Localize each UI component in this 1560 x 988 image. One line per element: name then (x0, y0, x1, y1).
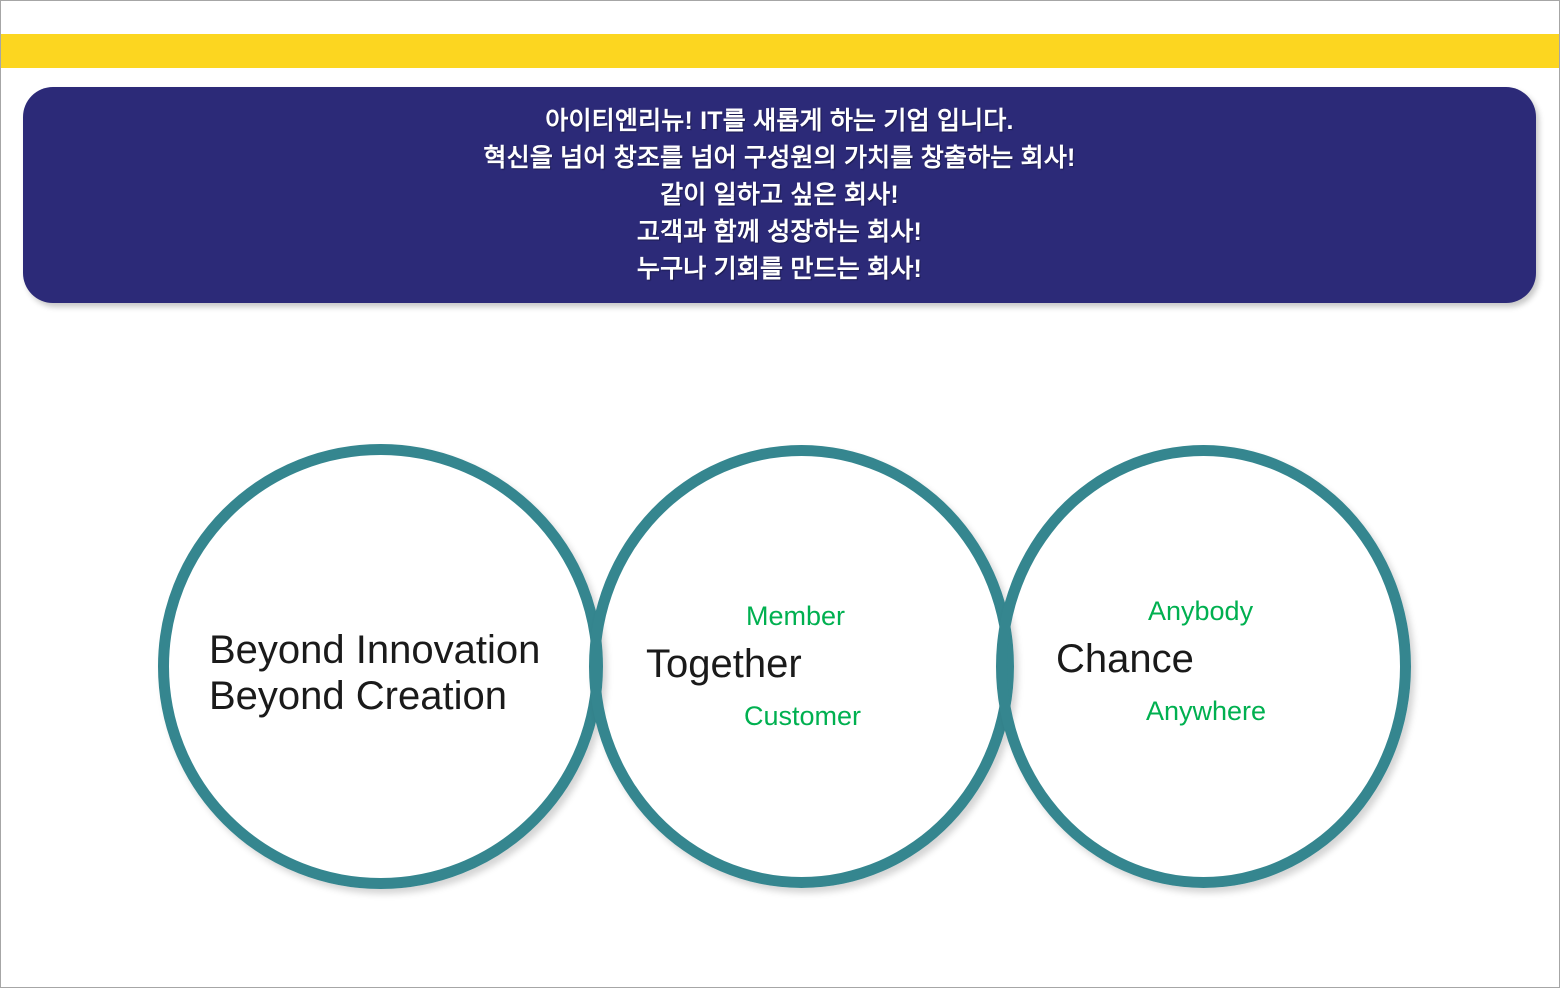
chance-main: Chance (1056, 637, 1194, 681)
message-line-3: 같이 일하고 싶은 회사! (660, 180, 899, 209)
yellow-accent-bar (1, 34, 1559, 68)
circle-innovation-text: Beyond Innovation Beyond Creation (209, 627, 549, 719)
chance-sub-bottom: Anywhere (1146, 696, 1267, 726)
value-circles-group: Beyond Innovation Beyond Creation Member… (1, 431, 1559, 911)
circle-chance-text: Anybody Chance Anywhere (1056, 594, 1356, 728)
message-line-2: 혁신을 넘어 창조를 넘어 구성원의 가치를 창출하는 회사! (483, 143, 1076, 172)
circle-together-text: Member Together Customer (646, 599, 946, 733)
chance-sub-top: Anybody (1148, 596, 1254, 626)
message-line-4: 고객과 함께 성장하는 회사! (636, 217, 923, 246)
together-sub-top: Member (746, 601, 846, 631)
innovation-line-1: Beyond Innovation (209, 628, 541, 672)
company-message-panel: 아이티엔리뉴! IT를 새롭게 하는 기업 입니다. 혁신을 넘어 창조를 넘어… (23, 87, 1536, 303)
together-sub-bottom: Customer (744, 701, 862, 731)
message-line-1: 아이티엔리뉴! IT를 새롭게 하는 기업 입니다. (545, 106, 1014, 135)
together-main: Together (646, 642, 802, 686)
circle-chance (996, 445, 1411, 888)
message-line-5: 누구나 기회를 만드는 회사! (636, 254, 923, 283)
innovation-line-2: Beyond Creation (209, 674, 507, 718)
